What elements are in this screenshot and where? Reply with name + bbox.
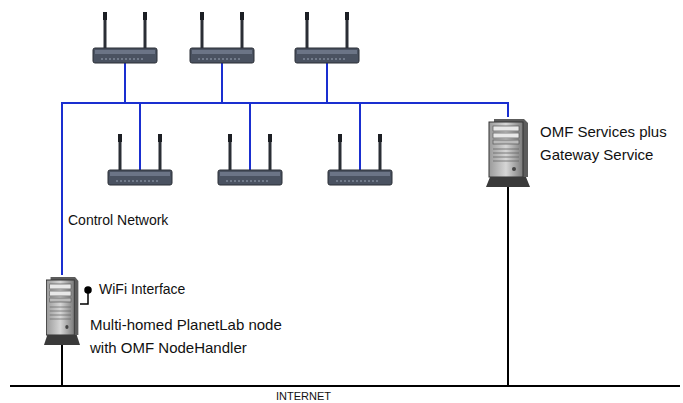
server-node: OMF Services plus Gateway Service <box>486 117 530 187</box>
internet-link <box>62 187 508 386</box>
wireless-router <box>190 12 254 63</box>
node-caption: Multi-homed PlanetLab node with OMF Node… <box>90 313 300 359</box>
wifi-interface-lead <box>80 287 91 304</box>
wireless-router <box>93 12 157 63</box>
wireless-router <box>295 12 359 63</box>
network-label: Control Network <box>68 212 168 228</box>
wireless-router <box>328 134 392 185</box>
server-icon <box>44 275 80 345</box>
control-network-bus <box>62 63 507 170</box>
control-network-link <box>62 103 508 275</box>
interface-label: WiFi Interface <box>99 281 185 297</box>
wireless-router <box>108 134 172 185</box>
wireless-router <box>218 134 282 185</box>
internet-label: INTERNET <box>276 390 331 402</box>
node-caption: OMF Services plus Gateway Service <box>540 120 678 166</box>
server-icon <box>486 117 530 187</box>
planetlab-node: Multi-homed PlanetLab node with OMF Node… <box>44 275 80 345</box>
